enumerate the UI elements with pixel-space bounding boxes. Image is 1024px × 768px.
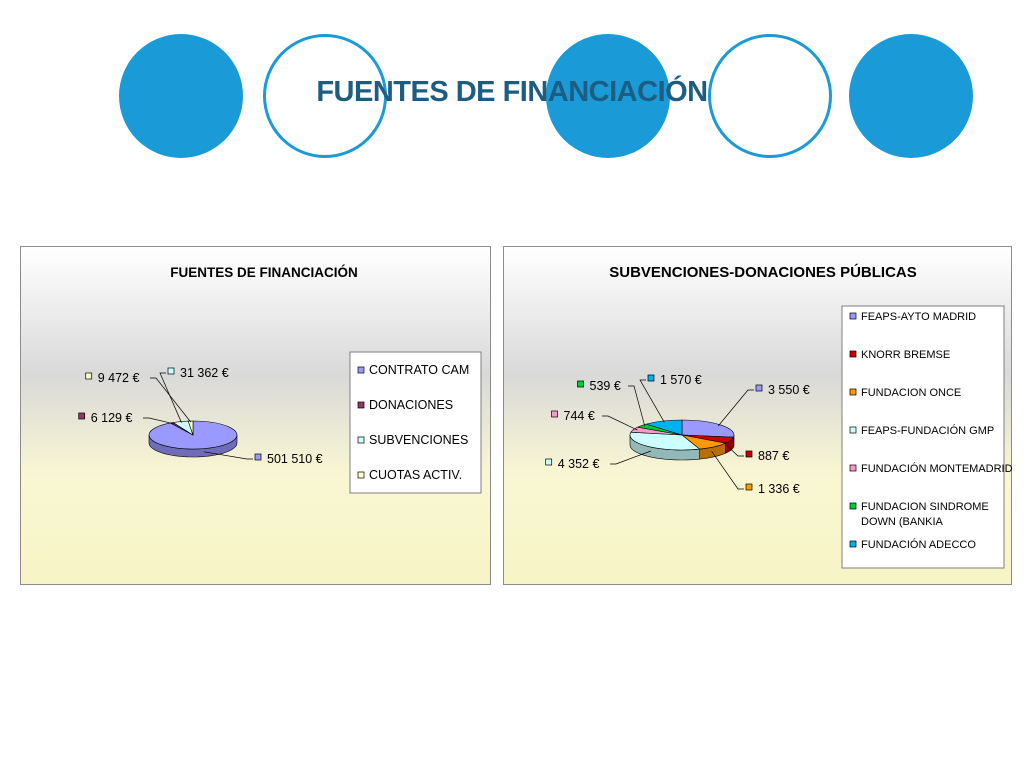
slide-title: FUENTES DE FINANCIACIÓN bbox=[316, 76, 708, 108]
data-label-marker bbox=[755, 384, 763, 392]
data-label-feaps-ayto-madrid: 3 550 € bbox=[768, 383, 810, 397]
legend-label-knorr-bremse: KNORR BREMSE bbox=[861, 349, 950, 361]
chart-panel-fuentes: FUENTES DE FINANCIACIÓN 501 510 € 6 129 € 3… bbox=[20, 246, 491, 585]
legend-label-cuotas-activ: CUOTAS ACTIV. bbox=[369, 468, 462, 482]
legend-label-subvenciones: SUBVENCIONES bbox=[369, 433, 468, 447]
pie-chart-subvenciones: SUBVENCIONES-DONACIONES PÚBLICAS 3 550 € 8… bbox=[545, 263, 1013, 569]
legend-swatch bbox=[849, 426, 857, 434]
leader-line bbox=[726, 445, 744, 457]
legend-label-feaps-fundacion-gmp: FEAPS-FUNDACIÓN GMP bbox=[861, 424, 994, 437]
leader-line bbox=[711, 451, 744, 490]
legend-swatch bbox=[357, 401, 365, 409]
decor-circle-ring-2 bbox=[708, 34, 832, 158]
chart-title: SUBVENCIONES-DONACIONES PÚBLICAS bbox=[609, 263, 917, 281]
legend-label-contrato-cam: CONTRATO CAM bbox=[369, 363, 469, 377]
leader-line bbox=[602, 415, 638, 431]
data-label-marker bbox=[745, 450, 753, 458]
chart-title: FUENTES DE FINANCIACIÓN bbox=[170, 265, 358, 280]
legend-swatch bbox=[357, 436, 365, 444]
slice-fundacion-adecco bbox=[645, 419, 683, 436]
legend-swatch bbox=[849, 464, 857, 472]
leader-line bbox=[203, 451, 253, 460]
legend-swatch bbox=[849, 502, 857, 510]
decor-circle-filled-3 bbox=[849, 34, 973, 158]
legend-swatch bbox=[357, 471, 365, 479]
leader-line bbox=[610, 450, 652, 465]
chart-legend bbox=[841, 305, 1005, 569]
legend-label-fundacion-sindrome-down-bankia: DOWN (BANKIA bbox=[861, 516, 944, 528]
leader-line bbox=[628, 385, 646, 427]
legend-label-fundacion-sindrome-down-bankia: FUNDACION SINDROME bbox=[861, 501, 989, 513]
pie-chart-fuentes: FUENTES DE FINANCIACIÓN 501 510 € 6 129 € 3… bbox=[78, 265, 482, 494]
chart-panel-subvenciones: SUBVENCIONES-DONACIONES PÚBLICAS 3 550 € 8… bbox=[503, 246, 1013, 585]
decor-circle-filled-1 bbox=[119, 34, 243, 158]
data-label-marker bbox=[254, 453, 262, 461]
legend-swatch bbox=[849, 350, 857, 358]
legend-label-donaciones: DONACIONES bbox=[369, 398, 453, 412]
decor-circle-ring-1 bbox=[263, 34, 387, 158]
data-label-cuotas-activ: 9 472 € bbox=[98, 371, 140, 385]
data-label-marker bbox=[647, 374, 655, 382]
leader-line bbox=[717, 389, 754, 427]
decor-circle-filled-2 bbox=[546, 34, 670, 158]
legend-label-fundacion-montemadrid: FUNDACIÓN MONTEMADRID bbox=[861, 462, 1013, 475]
slice-cuotas-activ bbox=[187, 420, 194, 436]
leader-line bbox=[159, 372, 182, 423]
data-label-marker bbox=[78, 412, 86, 420]
slice-feaps-fundacion-gmp bbox=[629, 431, 701, 451]
data-label-donaciones: 6 129 € bbox=[91, 411, 133, 425]
legend-swatch bbox=[357, 366, 365, 374]
chart-legend bbox=[349, 351, 482, 494]
leader-line bbox=[150, 377, 192, 423]
data-label-fundacion-once: 1 336 € bbox=[758, 482, 800, 496]
legend-label-fundacion-once: FUNDACION ONCE bbox=[861, 387, 961, 399]
legend-label-feaps-ayto-madrid: FEAPS-AYTO MADRID bbox=[861, 311, 976, 323]
legend-swatch bbox=[849, 312, 857, 320]
leader-line bbox=[639, 379, 665, 423]
data-label-marker bbox=[167, 367, 175, 375]
data-label-marker bbox=[551, 410, 558, 418]
data-label-marker bbox=[545, 458, 553, 466]
data-label-fundacion-sindrome-down-bankia: 539 € bbox=[590, 379, 621, 393]
legend-swatch bbox=[849, 540, 857, 548]
data-label-marker bbox=[85, 372, 93, 380]
data-label-contrato-cam: 501 510 € bbox=[267, 452, 323, 466]
legend-swatch bbox=[849, 388, 857, 396]
data-label-knorr-bremse: 887 € bbox=[758, 449, 789, 463]
data-label-marker bbox=[577, 380, 584, 388]
data-label-fundacion-montemadrid: 744 € bbox=[564, 409, 595, 423]
data-label-fundacion-adecco: 1 570 € bbox=[660, 373, 702, 387]
legend-label-fundacion-adecco: FUNDACIÓN ADECCO bbox=[861, 538, 976, 551]
data-label-subvenciones: 31 362 € bbox=[180, 366, 229, 380]
slice-feaps-ayto-madrid bbox=[681, 419, 735, 438]
data-label-feaps-fundacion-gmp: 4 352 € bbox=[558, 457, 600, 471]
leader-line bbox=[143, 417, 174, 425]
data-label-marker bbox=[745, 483, 753, 491]
